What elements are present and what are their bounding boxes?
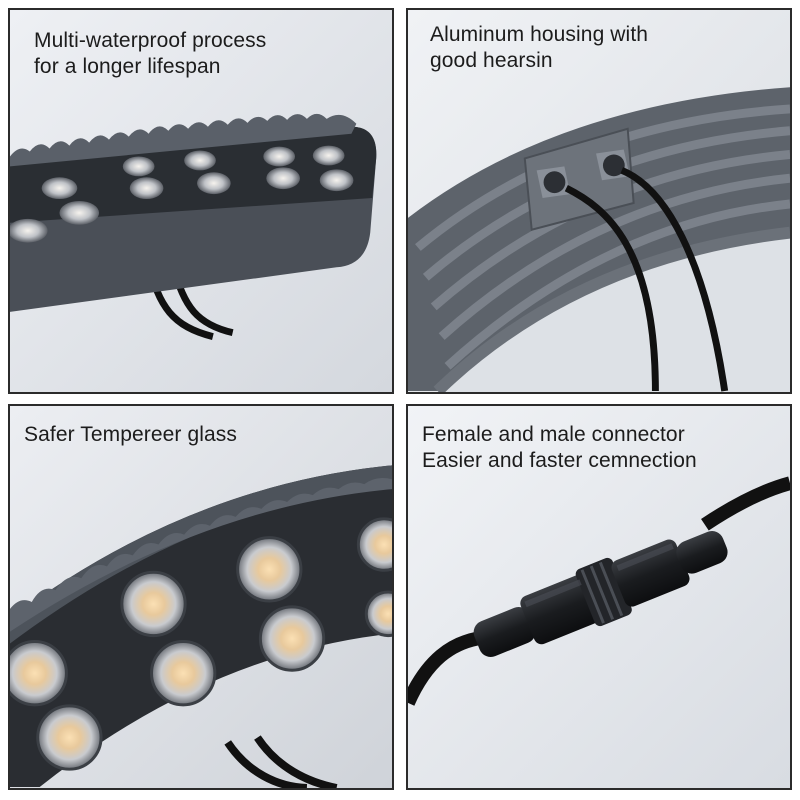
caption-line: for a longer lifespan: [34, 55, 221, 78]
cable-gland-left: [536, 166, 571, 199]
panel-caption-tempered-glass: Safer Tempereer glass: [24, 422, 237, 448]
caption-line: good hearsin: [430, 49, 553, 72]
waterproof-fixture-photo: [10, 10, 392, 392]
connector-body: [473, 531, 728, 657]
led-lens-group: [10, 145, 354, 243]
connector-photo: [408, 406, 790, 788]
caption-line: Aluminum housing with: [430, 23, 649, 46]
panel-caption-waterproof: Multi-waterproof process for a longer li…: [34, 28, 266, 80]
caption-line: Female and male connector: [422, 423, 685, 446]
feature-panel-connector: Female and male connector Easier and fas…: [406, 404, 792, 790]
led-lens-group: [10, 517, 392, 771]
feature-panel-tempered-glass: Safer Tempereer glass: [8, 404, 394, 790]
caption-line: Easier and faster cemnection: [422, 449, 697, 472]
feature-panel-waterproof: Multi-waterproof process for a longer li…: [8, 8, 394, 394]
caption-line: Multi-waterproof process: [34, 29, 267, 52]
aluminum-housing-photo: [408, 10, 790, 392]
feature-panel-aluminum-housing: Aluminum housing with good hearsin: [406, 8, 792, 394]
panel-caption-connector: Female and male connector Easier and fas…: [422, 422, 697, 474]
tempered-glass-photo: [10, 406, 392, 788]
cable-gland-right: [596, 149, 630, 181]
caption-line: Safer Tempereer glass: [24, 423, 237, 446]
panel-caption-aluminum-housing: Aluminum housing with good hearsin: [430, 22, 648, 74]
